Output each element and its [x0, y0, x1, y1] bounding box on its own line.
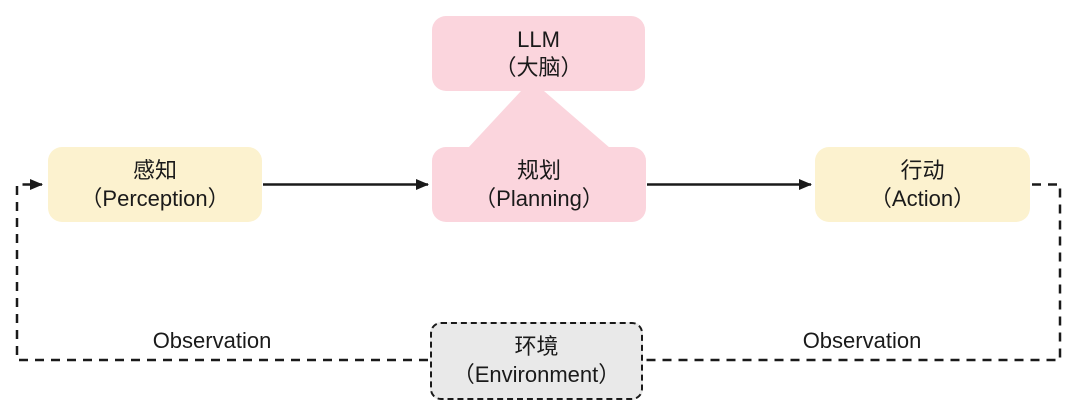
node-planning-title: 规划: [516, 157, 561, 183]
node-environment-title: 环境: [514, 334, 559, 359]
node-perception-title: 感知: [132, 157, 177, 183]
dashed-loop-right: [645, 183, 1062, 362]
node-perception-subtitle: （Perception）: [80, 185, 230, 211]
node-action-title: 行动: [900, 157, 945, 183]
observation-label-right: Observation: [802, 328, 922, 353]
observation-label-left: Observation: [152, 328, 272, 353]
node-planning: 规划 （Planning）: [432, 147, 646, 222]
node-llm-title: LLM: [517, 26, 560, 52]
node-perception: 感知 （Perception）: [48, 147, 262, 222]
dashed-loop-left: [15, 179, 428, 362]
llm-planning-connector-triangle: [468, 91, 610, 148]
node-environment: 环境 （Environment）: [430, 322, 643, 400]
node-planning-subtitle: （Planning）: [474, 185, 604, 211]
node-llm-subtitle: （大脑）: [494, 54, 583, 80]
node-action-subtitle: （Action）: [869, 185, 976, 211]
node-environment-subtitle: （Environment）: [452, 362, 621, 387]
node-action: 行动 （Action）: [815, 147, 1030, 222]
node-llm: LLM （大脑）: [432, 16, 645, 91]
